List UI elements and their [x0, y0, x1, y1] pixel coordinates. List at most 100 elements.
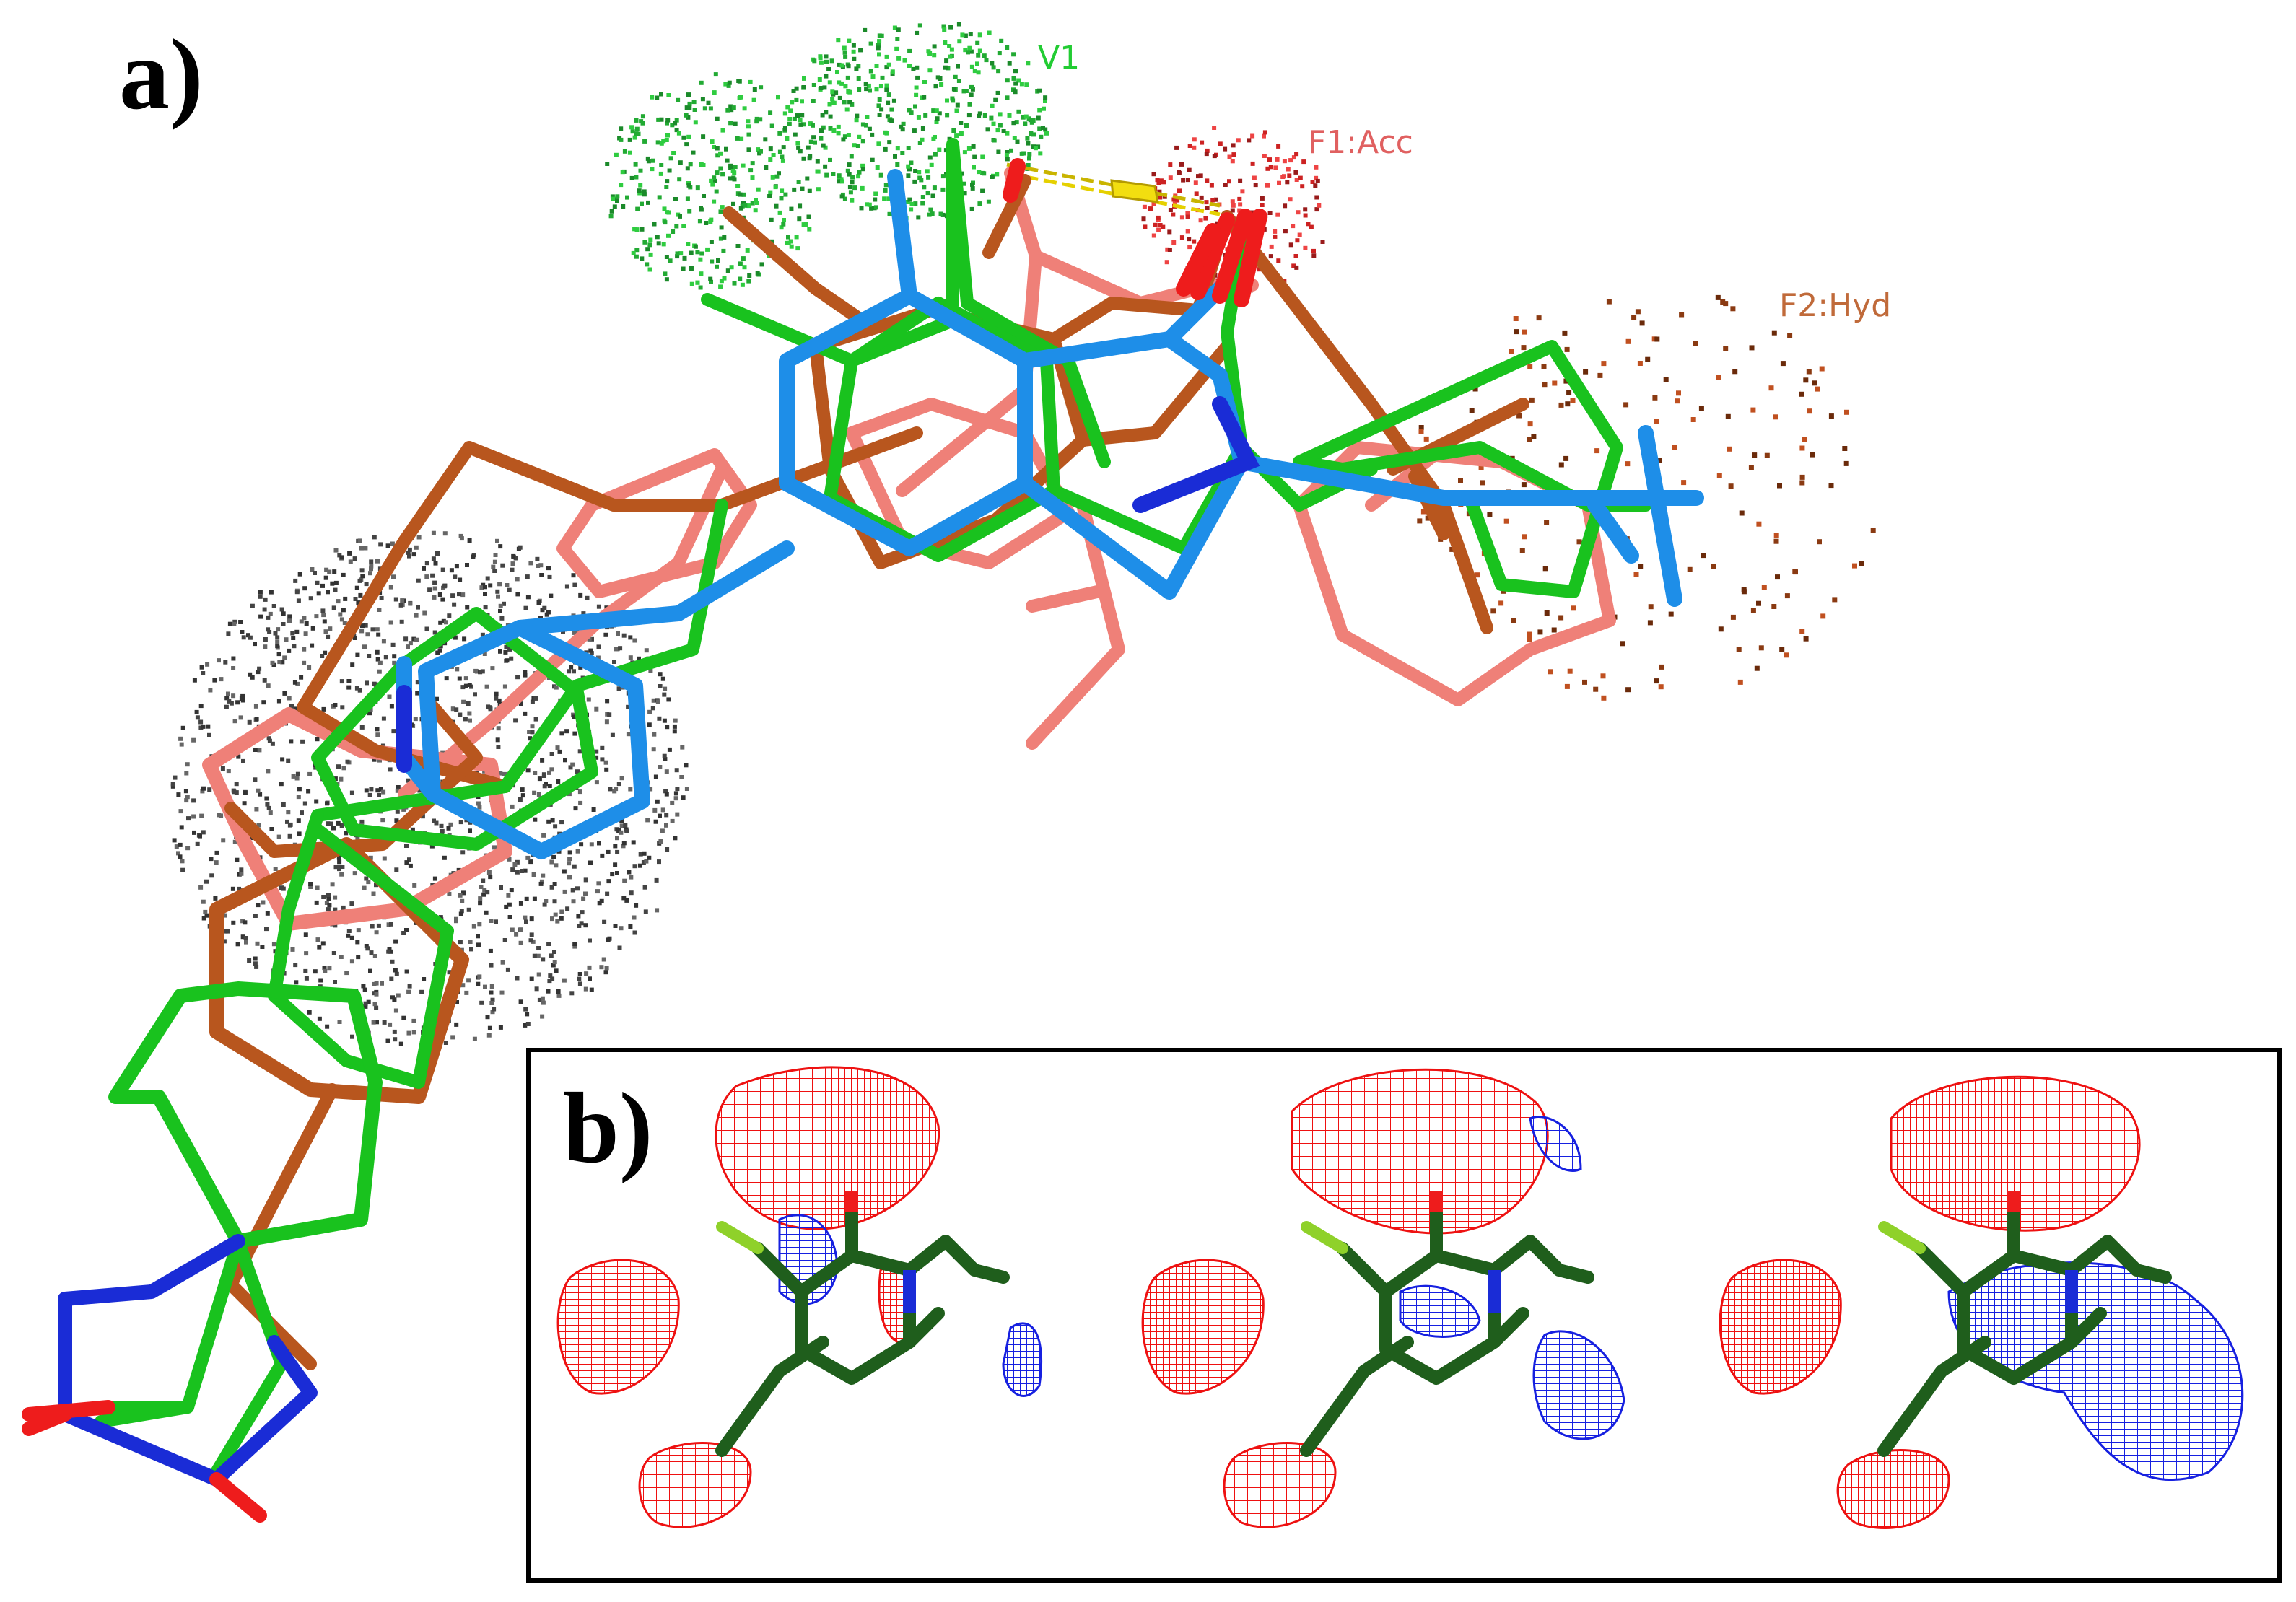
pharmacophore-dot	[951, 128, 956, 133]
pharmacophore-dot	[310, 567, 315, 572]
pharmacophore-dot	[701, 134, 706, 139]
pharmacophore-dot	[622, 149, 627, 154]
pharmacophore-dot	[414, 613, 419, 618]
pharmacophore-dot	[704, 221, 709, 225]
pharmacophore-dot	[292, 680, 297, 685]
pharmacophore-dot	[675, 787, 680, 792]
pharmacophore-dot	[640, 256, 645, 261]
pharmacophore-dot	[619, 819, 624, 824]
pharmacophore-dot	[1859, 561, 1864, 566]
pharmacophore-dot	[687, 101, 692, 106]
pharmacophore-dot	[859, 206, 864, 211]
pharmacophore-dot	[567, 861, 572, 866]
pharmacophore-dot	[940, 174, 946, 179]
pharmacophore-dot	[471, 924, 476, 929]
pharmacophore-dot	[667, 747, 672, 752]
pharmacophore-dot	[795, 141, 800, 146]
pharmacophore-dot	[847, 162, 852, 167]
pharmacophore-dot	[642, 240, 647, 245]
pharmacophore-dot	[806, 214, 811, 219]
pharmacophore-dot	[482, 888, 487, 893]
pharmacophore-dot	[1777, 483, 1782, 489]
pharmacophore-dot	[830, 100, 835, 105]
pharmacophore-dot	[715, 146, 720, 151]
pharmacophore-dot	[361, 984, 366, 989]
pharmacophore-dot	[1727, 446, 1732, 452]
pharmacophore-dot	[1275, 157, 1280, 162]
pharmacophore-dot	[684, 787, 689, 791]
pharmacophore-dot	[263, 644, 268, 649]
pharmacophore-dot	[362, 987, 367, 992]
pharmacophore-dot	[407, 553, 411, 559]
pharmacophore-dot	[374, 930, 379, 935]
pharmacophore-dot	[471, 554, 476, 559]
pharmacophore-dot	[172, 838, 177, 843]
pharmacophore-dot	[214, 860, 219, 865]
pharmacophore-dot	[1625, 461, 1631, 467]
pharmacophore-dot	[333, 907, 338, 912]
pharmacophore-dot	[250, 675, 255, 680]
pharmacophore-dot	[1844, 409, 1849, 415]
pharmacophore-dot	[454, 1022, 459, 1027]
pharmacophore-dot	[735, 184, 741, 188]
pharmacophore-dot	[741, 163, 746, 168]
pharmacophore-dot	[214, 850, 219, 855]
pharmacophore-dot	[642, 192, 647, 197]
pharmacophore-dot	[701, 163, 706, 167]
pharmacophore-dot	[710, 182, 715, 187]
pharmacophore-dot	[1143, 224, 1148, 229]
pharmacophore-dot	[498, 649, 502, 654]
pharmacophore-dot	[604, 767, 609, 772]
pharmacophore-dot	[339, 955, 344, 959]
pharmacophore-dot	[607, 712, 612, 717]
pharmacophore-dot	[634, 118, 639, 123]
pharmacophore-dot	[387, 694, 392, 699]
pharmacophore-dot	[515, 592, 520, 597]
pharmacophore-dot	[390, 959, 395, 964]
pharmacophore-dot	[1205, 206, 1210, 210]
pharmacophore-dot	[1171, 240, 1177, 245]
pharmacophore-dot	[476, 942, 481, 947]
pharmacophore-dot	[523, 673, 528, 678]
pharmacophore-dot	[231, 788, 236, 793]
pharmacophore-dot	[1511, 618, 1516, 623]
pharmacophore-dot	[273, 631, 278, 636]
pharmacophore-dot	[702, 194, 706, 198]
pharmacophore-dot	[241, 758, 245, 763]
pharmacophore-dot	[847, 185, 852, 190]
pharmacophore-dot	[479, 585, 484, 590]
pharmacophore-dot	[577, 749, 582, 754]
pharmacophore-dot	[771, 153, 776, 157]
pharmacophore-dot	[845, 168, 850, 173]
pharmacophore-dot	[372, 954, 377, 958]
pharmacophore-dot	[637, 191, 642, 196]
pharmacophore-dot	[1026, 61, 1031, 66]
pharmacophore-dot	[376, 632, 381, 637]
pharmacophore-dot	[308, 596, 313, 601]
pharmacophore-dot	[476, 801, 481, 806]
pharmacophore-dot	[847, 172, 852, 177]
pharmacophore-dot	[388, 767, 393, 772]
pharmacophore-dot	[1775, 574, 1780, 580]
pharmacophore-dot	[554, 685, 559, 690]
pharmacophore-dot	[907, 197, 912, 202]
pharmacophore-dot	[328, 626, 333, 631]
pharmacophore-dot	[550, 818, 555, 823]
pharmacophore-dot	[783, 192, 788, 197]
pharmacophore-dot	[444, 676, 449, 681]
pharmacophore-dot	[253, 961, 258, 966]
pharmacophore-dot	[718, 284, 723, 289]
pharmacophore-dot	[331, 826, 336, 831]
pharmacophore-dot	[895, 162, 900, 167]
pharmacophore-dot	[314, 614, 319, 619]
pharmacophore-dot	[842, 134, 847, 139]
pharmacophore-dot	[822, 85, 827, 90]
pharmacophore-dot	[948, 54, 953, 59]
pharmacophore-dot	[455, 667, 460, 672]
pharmacophore-dot	[533, 717, 538, 722]
pharmacophore-dot	[602, 919, 607, 924]
pharmacophore-dot	[1187, 245, 1192, 250]
pharmacophore-dot	[987, 30, 992, 35]
pharmacophore-dot	[1780, 361, 1786, 367]
pharmacophore-dot	[612, 789, 617, 794]
